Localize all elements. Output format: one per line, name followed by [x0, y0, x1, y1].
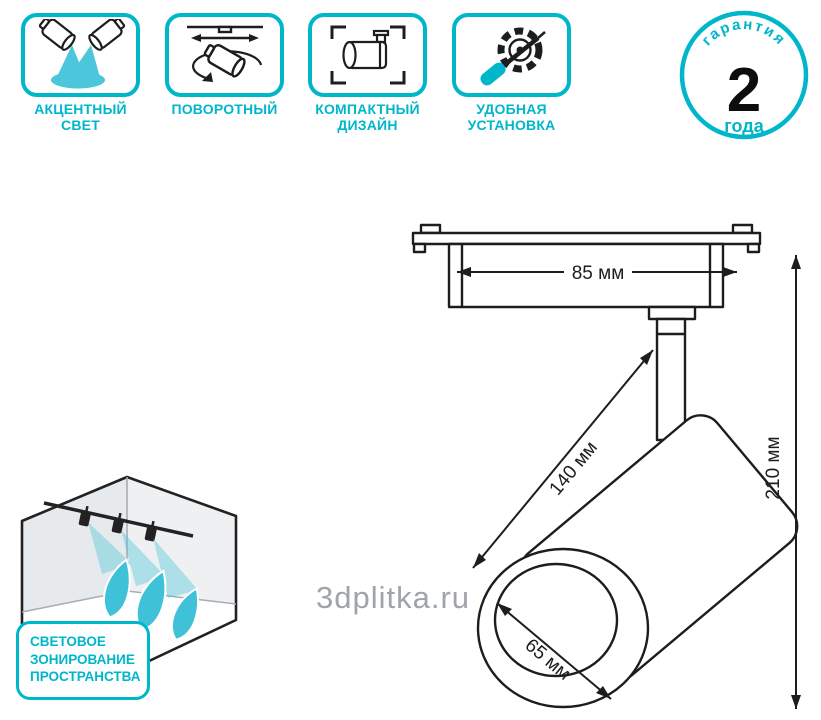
- dim-total-height: 210 мм: [763, 255, 801, 709]
- badge-easy-install-label: УДОБНАЯ УСТАНОВКА: [467, 101, 556, 133]
- warranty-years: 2: [727, 56, 761, 125]
- rotating-spotlight-icon: [186, 25, 263, 82]
- fixture-drawing: [411, 223, 799, 709]
- badge-rotating: ПОВОРОТНЫЙ: [165, 13, 284, 118]
- dim-total-height-label: 210 мм: [763, 436, 784, 499]
- track-flange: [411, 231, 762, 246]
- zoning-caption: СВЕТОВОЕ ЗОНИРОВАНИЕ ПРОСТРАНСТВА: [16, 621, 150, 700]
- dual-spotlight-icon: [35, 19, 128, 89]
- lamp-face-inner: [493, 562, 619, 678]
- watermark-text: 3dplitka.ru: [316, 580, 471, 615]
- badge-easy-install: УДОБНАЯ УСТАНОВКА: [452, 13, 571, 133]
- badge-accent-light-box: [21, 13, 140, 97]
- gear-screwdriver-icon: [479, 27, 546, 86]
- stem: [655, 317, 687, 442]
- pivot-collar: [647, 305, 697, 321]
- badge-accent-light: АКЦЕНТНЫЙ СВЕТ: [21, 13, 140, 133]
- inset-lamps: [78, 505, 157, 542]
- warranty-badge: гарантия 2 года: [679, 10, 809, 140]
- badge-easy-install-box: [452, 13, 571, 97]
- badge-rotating-label: ПОВОРОТНЫЙ: [171, 101, 278, 117]
- compact-design-icon: [330, 25, 405, 85]
- badge-compact-box: [308, 13, 427, 97]
- badge-rotating-box: [165, 13, 284, 97]
- warranty-ring: [679, 10, 809, 140]
- warranty-unit: года: [724, 116, 764, 136]
- badge-compact-label: КОМПАКТНЫЙ ДИЗАЙН: [315, 101, 420, 133]
- dim-track-width: 85 мм: [457, 259, 737, 285]
- badge-accent-light-label: АКЦЕНТНЫЙ СВЕТ: [34, 101, 127, 133]
- zoning-inset: [20, 475, 238, 672]
- dim-track-width-label: 85 мм: [572, 263, 625, 284]
- badge-compact: КОМПАКТНЫЙ ДИЗАЙН: [308, 13, 427, 133]
